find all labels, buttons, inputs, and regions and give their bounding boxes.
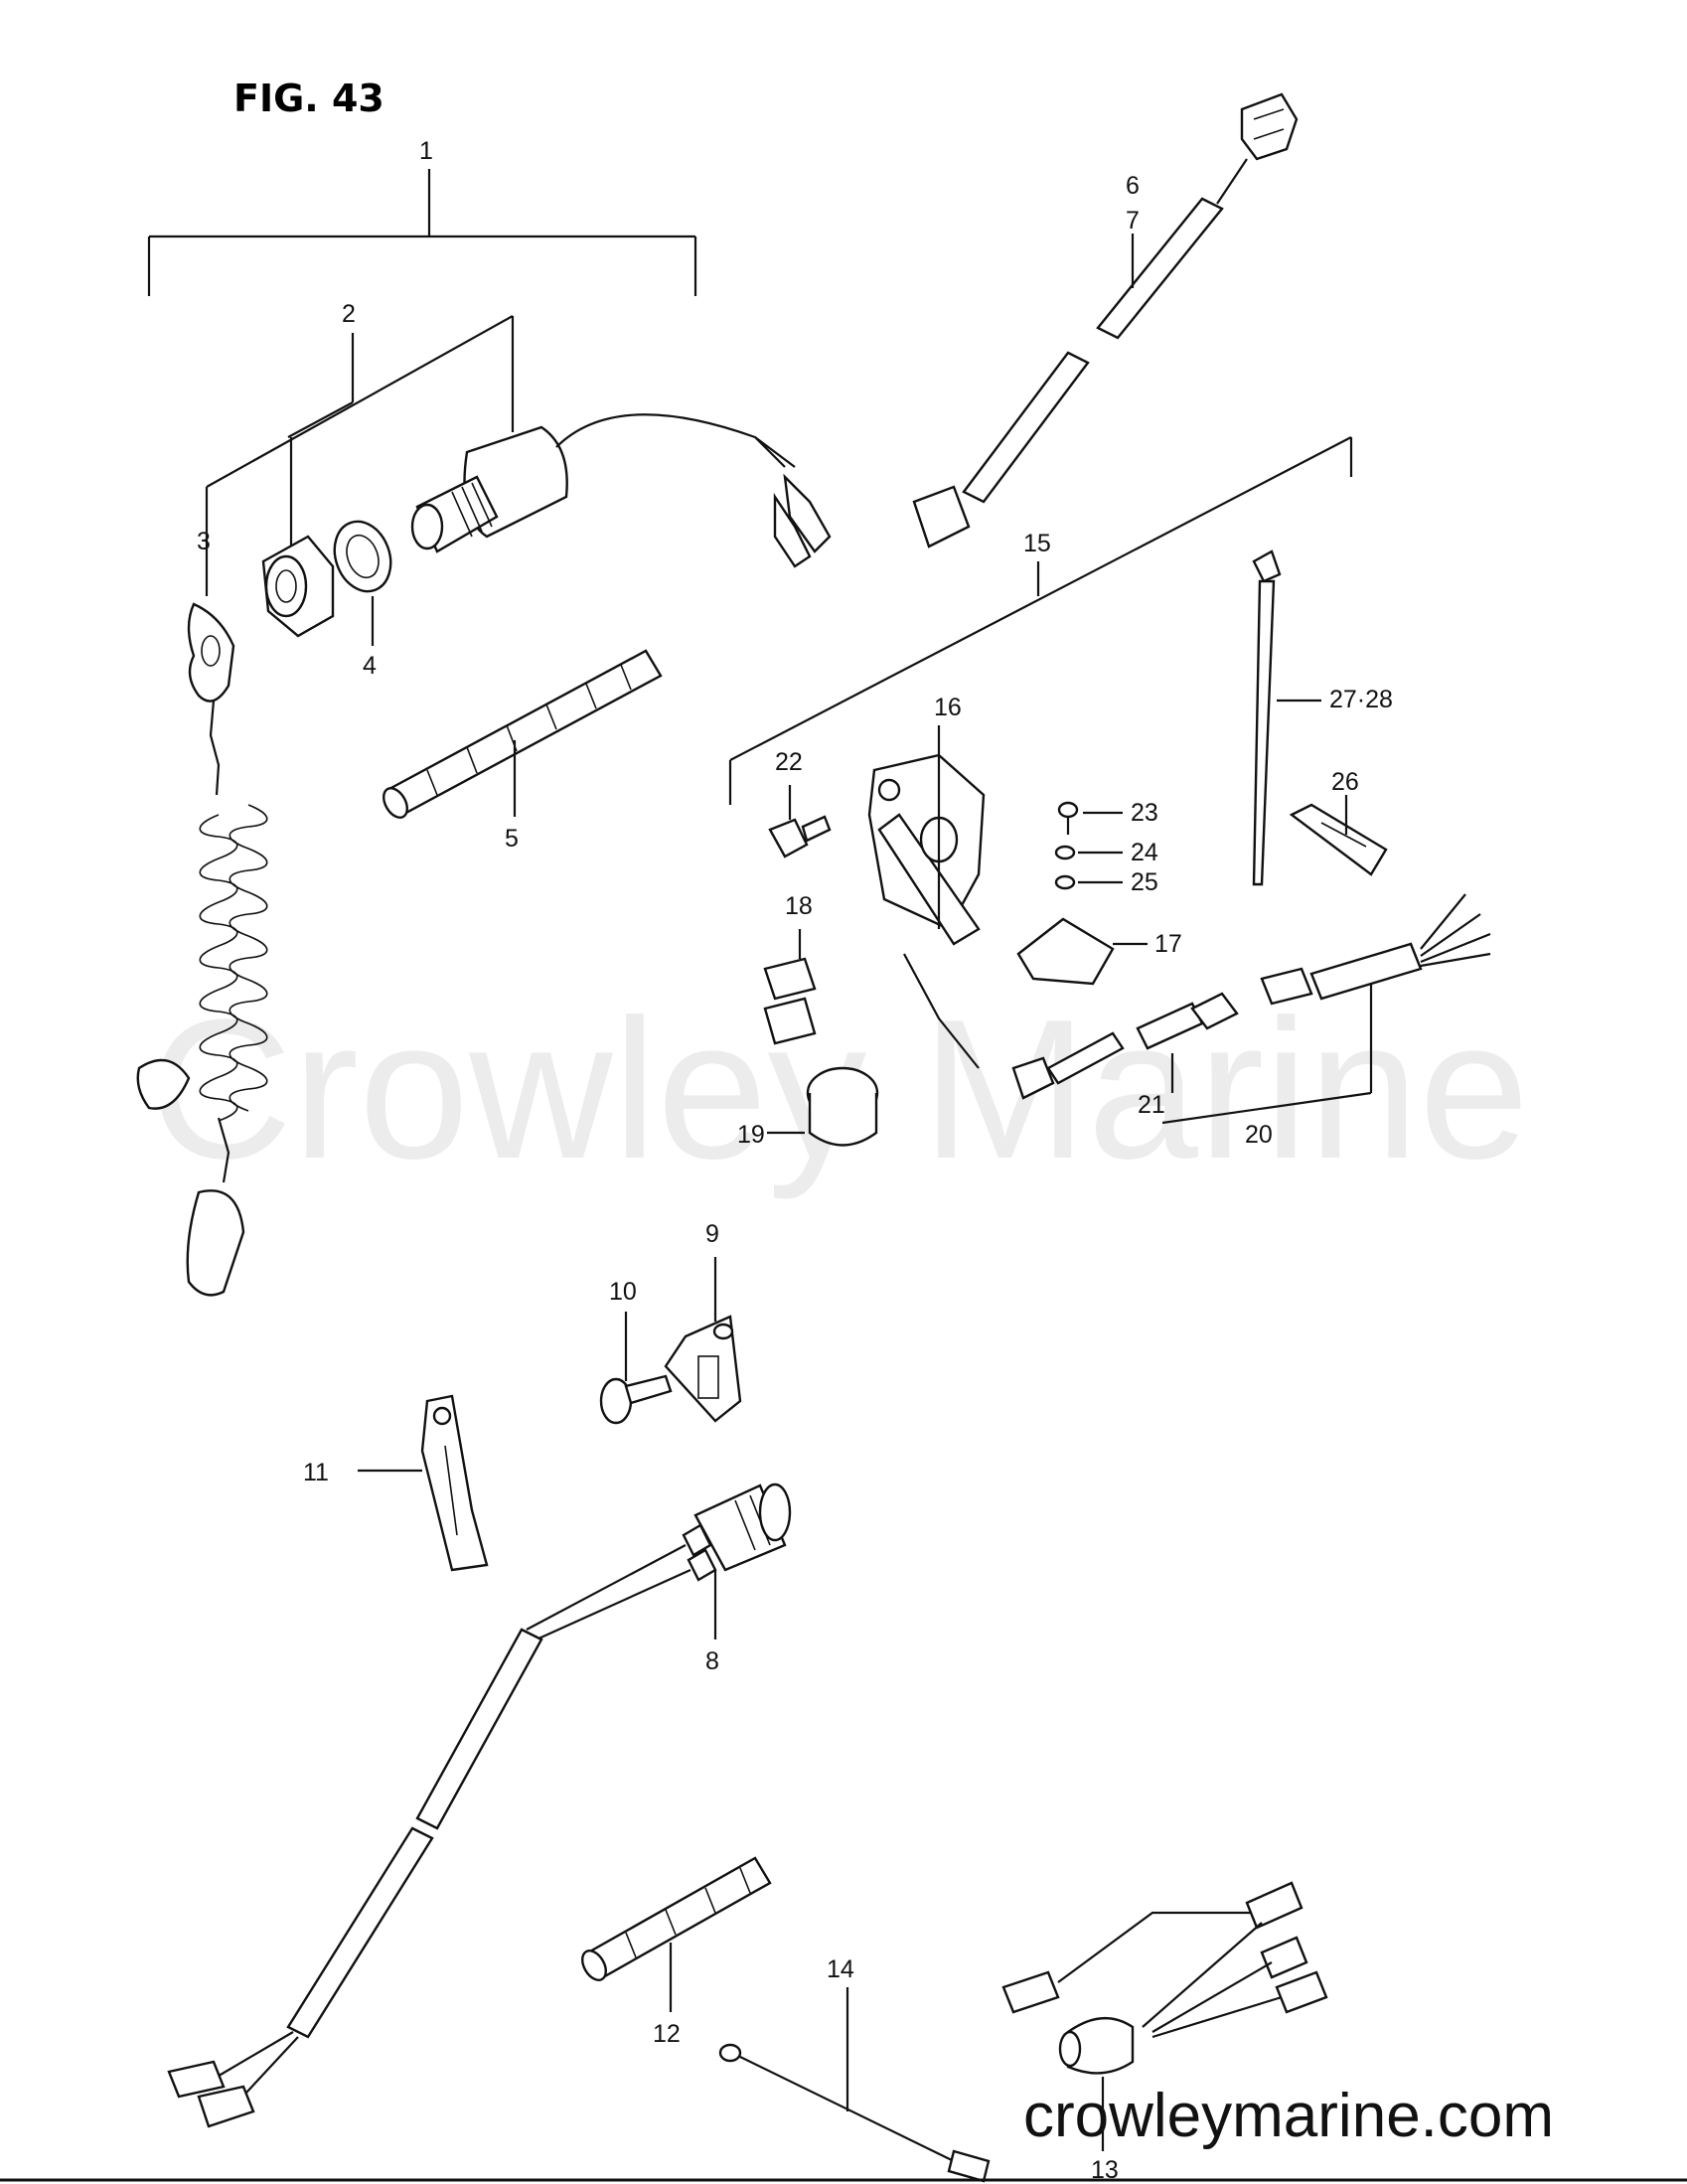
callout-15: 15 <box>1023 530 1051 557</box>
bolt-22-part <box>768 785 832 858</box>
callout-5: 5 <box>505 825 519 853</box>
washer-part <box>333 520 392 646</box>
cable-tie-part <box>1252 549 1321 886</box>
bracket-1 <box>147 169 697 296</box>
callout-16: 16 <box>934 694 962 721</box>
clamp-18-part <box>763 929 817 1045</box>
spiral-tube-part <box>383 649 663 819</box>
callout-10: 10 <box>609 1278 637 1306</box>
callout-25: 25 <box>1131 868 1158 896</box>
callout-14: 14 <box>827 1955 854 1983</box>
screw-10-part <box>599 1312 673 1425</box>
bracket-11-part <box>358 1394 489 1572</box>
callout-6: 6 <box>1126 172 1140 200</box>
plate-9-part <box>664 1257 742 1423</box>
callout-11: 11 <box>303 1459 329 1486</box>
grommet-19-part <box>767 1066 879 1147</box>
bracket-15 <box>728 436 1353 805</box>
callout-20: 20 <box>1245 1121 1273 1149</box>
callout-1: 1 <box>419 137 433 165</box>
callout-19: 19 <box>737 1121 765 1149</box>
callout-27-28: 27·28 <box>1329 686 1393 713</box>
callout-18: 18 <box>785 892 813 920</box>
stop-switch-part <box>410 413 832 568</box>
sensor-16-part <box>867 725 986 1069</box>
harness-20-21-part <box>1011 893 1491 1125</box>
figure-title: FIG. 43 <box>233 77 384 120</box>
callout-26: 26 <box>1331 768 1359 796</box>
lanyard-part <box>136 517 268 1297</box>
bracket-2 <box>205 315 515 556</box>
callout-9: 9 <box>705 1220 719 1248</box>
callout-24: 24 <box>1131 839 1158 866</box>
callout-12: 12 <box>653 2020 681 2048</box>
callout-17: 17 <box>1154 930 1182 958</box>
callout-4: 4 <box>363 652 377 680</box>
ground-wire-14-part <box>718 1987 991 2183</box>
clip-26-part <box>1289 795 1388 876</box>
callout-8: 8 <box>705 1647 719 1675</box>
nut-part <box>261 535 335 638</box>
harness-13-part <box>1001 1881 1328 2151</box>
callout-2: 2 <box>342 300 356 328</box>
spiral-tube-12-part <box>581 1856 772 2012</box>
harness-6-7-part <box>912 92 1299 548</box>
switch-8-part <box>167 1482 792 2128</box>
screws-23-25-part <box>1054 801 1123 890</box>
bracket-17-part <box>1016 917 1148 986</box>
callout-21: 21 <box>1138 1091 1165 1119</box>
callout-22: 22 <box>775 748 803 776</box>
callout-7: 7 <box>1126 207 1140 234</box>
callout-23: 23 <box>1131 799 1158 827</box>
callout-3: 3 <box>197 528 211 555</box>
site-url: crowleymarine.com <box>1023 2082 1554 2150</box>
